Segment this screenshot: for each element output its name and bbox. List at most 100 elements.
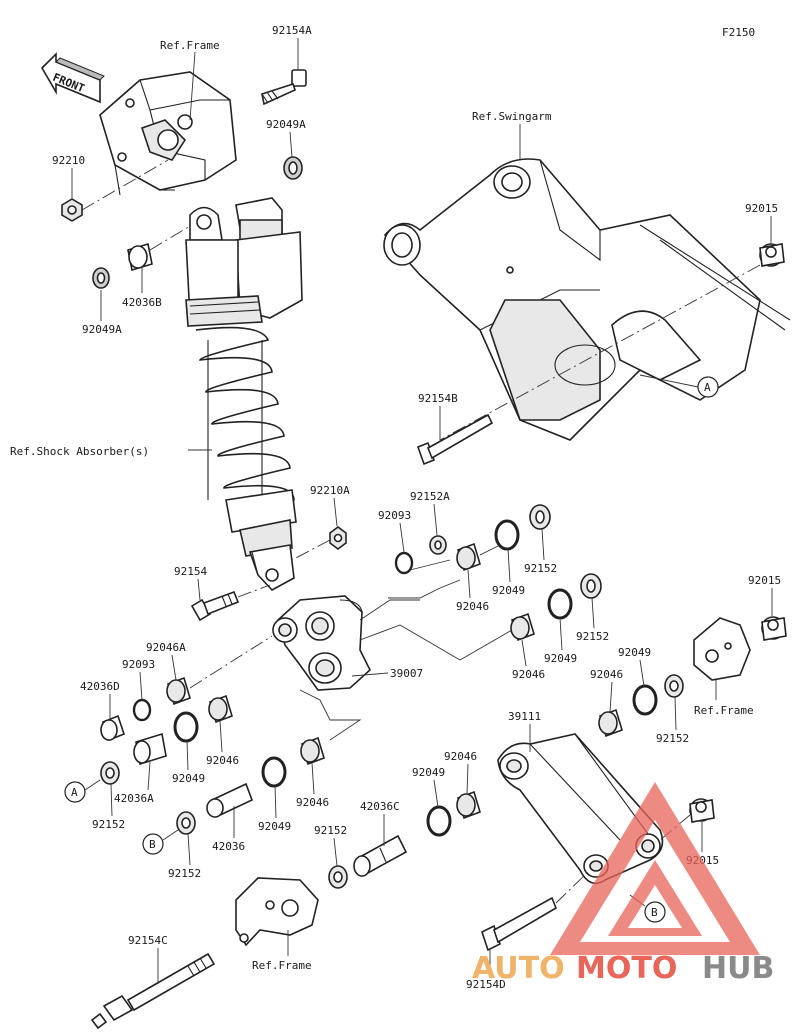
bearing-92046-b bbox=[510, 612, 535, 642]
washer-92152-b bbox=[580, 573, 602, 599]
seal-92049-e bbox=[261, 756, 287, 788]
bolt-92154A bbox=[261, 69, 307, 106]
washer-92152-d bbox=[328, 865, 348, 889]
svg-text:MOTO: MOTO bbox=[576, 951, 677, 986]
label-92046-d: 92046 bbox=[206, 754, 239, 767]
label-92046-e: 92046 bbox=[296, 796, 329, 809]
label-42036A: 42036A bbox=[114, 792, 154, 805]
frame-bracket-top bbox=[99, 71, 237, 196]
label-92152-left: 92152 bbox=[92, 818, 125, 831]
callout-a-swingarm: A bbox=[639, 374, 719, 398]
figure-id: F2150 bbox=[722, 26, 755, 39]
svg-text:A: A bbox=[704, 381, 711, 394]
bearing-92046-c bbox=[598, 708, 623, 738]
shock-absorber bbox=[185, 197, 303, 591]
swingarm bbox=[383, 158, 791, 441]
callout-a-left: A bbox=[64, 779, 101, 803]
label-42036: 42036 bbox=[212, 840, 245, 853]
seal-92049A-left bbox=[92, 267, 110, 289]
label-39111: 39111 bbox=[508, 710, 541, 723]
linkage-rocker-39007 bbox=[272, 595, 371, 691]
collar-42036C bbox=[353, 834, 408, 877]
label-92046-c: 92046 bbox=[590, 668, 623, 681]
label-92152-a: 92152 bbox=[524, 562, 557, 575]
label-42036B: 42036B bbox=[122, 296, 162, 309]
label-92093-left: 92093 bbox=[122, 658, 155, 671]
front-arrow-icon: FRONT bbox=[40, 52, 105, 104]
label-92154: 92154 bbox=[174, 565, 207, 578]
label-92154C: 92154C bbox=[128, 934, 168, 947]
label-92152-d: 92152 bbox=[314, 824, 347, 837]
bearing-92046-f bbox=[456, 790, 481, 820]
nut-92210 bbox=[61, 198, 83, 222]
washer-92152-left bbox=[100, 761, 120, 785]
watermark-text: AUTO MOTO HUB bbox=[472, 951, 774, 986]
washer-92152-a bbox=[529, 504, 551, 530]
washer-92152-c bbox=[664, 674, 684, 698]
label-92210A: 92210A bbox=[310, 484, 350, 497]
seal-92049-c bbox=[632, 684, 658, 716]
label-92154D: 92154D bbox=[466, 978, 506, 991]
label-92049-c: 92049 bbox=[618, 646, 651, 659]
seal-92049-f bbox=[426, 805, 452, 837]
label-92049-b: 92049 bbox=[544, 652, 577, 665]
nut-92015-right bbox=[761, 616, 787, 641]
label-92093-top: 92093 bbox=[378, 509, 411, 522]
label-92049A-top: 92049A bbox=[266, 118, 306, 131]
label-42036C: 42036C bbox=[360, 800, 400, 813]
label-92152A: 92152A bbox=[410, 490, 450, 503]
label-ref-shock: Ref.Shock Absorber(s) bbox=[10, 445, 149, 458]
label-92154B: 92154B bbox=[418, 392, 458, 405]
label-ref-swingarm: Ref.Swingarm bbox=[472, 110, 552, 123]
bolt-92154C bbox=[90, 952, 216, 1030]
label-92152-b: 92152 bbox=[576, 630, 609, 643]
label-92046-a: 92046 bbox=[456, 600, 489, 613]
label-92154A: 92154A bbox=[272, 24, 312, 37]
label-92049A-left: 92049A bbox=[82, 323, 122, 336]
seal-92049-a bbox=[494, 519, 520, 551]
label-92049-d: 92049 bbox=[172, 772, 205, 785]
collar-42036 bbox=[206, 782, 254, 818]
label-42036D: 42036D bbox=[80, 680, 120, 693]
washer-92152A bbox=[429, 535, 447, 555]
collar-42036D bbox=[100, 714, 125, 742]
frame-bracket-right bbox=[693, 617, 751, 681]
nut-92210A bbox=[329, 526, 347, 550]
bolt-92154D bbox=[481, 896, 557, 952]
bearing-92046-d bbox=[208, 694, 233, 724]
watermark-logo bbox=[550, 782, 760, 955]
label-92046A: 92046A bbox=[146, 641, 186, 654]
bolt-92154B bbox=[416, 413, 494, 466]
bearing-92046A bbox=[166, 676, 191, 706]
callout-b-left: B bbox=[142, 829, 179, 855]
ring-92093-top bbox=[394, 551, 414, 575]
nut-92015-bottom bbox=[689, 798, 715, 823]
bearing-92046-a bbox=[456, 542, 481, 572]
label-92046-f: 92046 bbox=[444, 750, 477, 763]
svg-text:B: B bbox=[149, 838, 156, 851]
label-92049-f: 92049 bbox=[412, 766, 445, 779]
label-ref-frame-bottom: Ref.Frame bbox=[252, 959, 312, 972]
nut-92015-top bbox=[759, 243, 785, 267]
label-ref-frame-top: Ref.Frame bbox=[160, 39, 220, 52]
washer-92152-e bbox=[176, 811, 196, 835]
label-92210: 92210 bbox=[52, 154, 85, 167]
collar-42036A bbox=[133, 732, 167, 766]
seal-92049-d bbox=[173, 711, 199, 743]
svg-text:HUB: HUB bbox=[702, 951, 774, 986]
label-92152-c: 92152 bbox=[656, 732, 689, 745]
seal-92049-b bbox=[547, 588, 573, 620]
seal-92049A-top bbox=[283, 156, 303, 180]
svg-text:B: B bbox=[651, 906, 658, 919]
collar-42036B bbox=[127, 242, 153, 272]
callout-b-bottom: B bbox=[629, 894, 666, 923]
ring-92093-left bbox=[132, 698, 152, 722]
label-92049-e: 92049 bbox=[258, 820, 291, 833]
label-92046-b: 92046 bbox=[512, 668, 545, 681]
label-39007: 39007 bbox=[390, 667, 423, 680]
tie-rod-39111 bbox=[497, 733, 664, 885]
label-92152-e: 92152 bbox=[168, 867, 201, 880]
label-92015-top: 92015 bbox=[745, 202, 778, 215]
frame-bracket-bottom bbox=[235, 877, 319, 947]
